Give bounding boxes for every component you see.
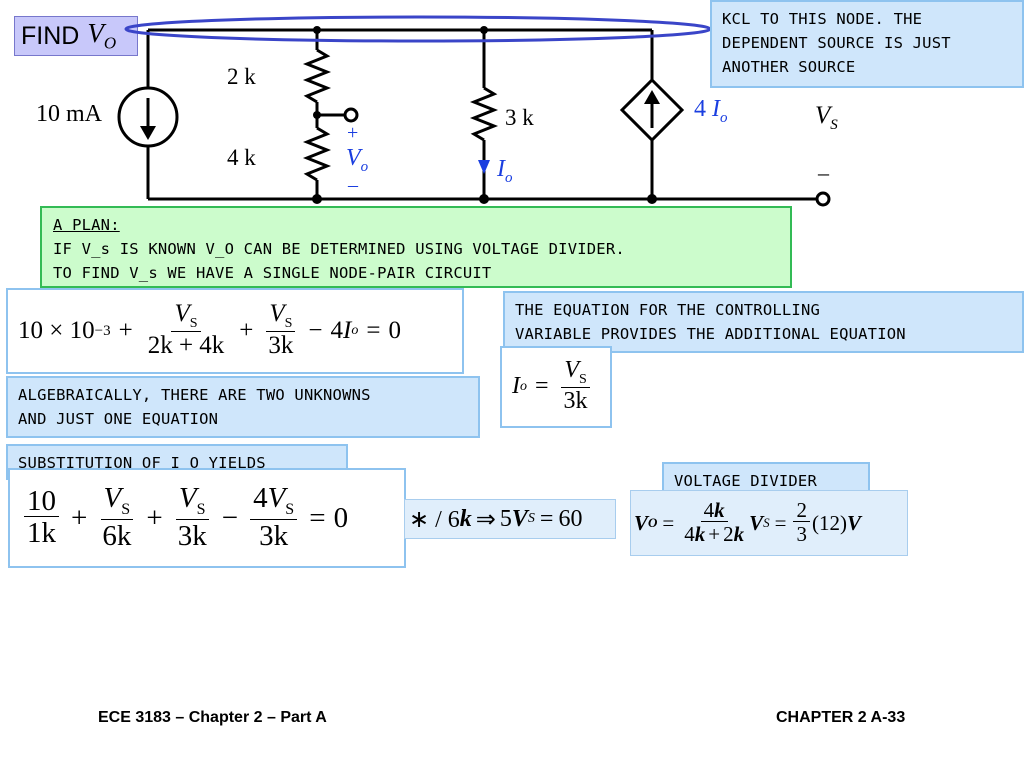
current-source-arrow-icon — [140, 98, 156, 140]
vs-minus: – — [818, 160, 829, 185]
dependent-source-label: 4 Io — [694, 96, 728, 126]
io-label: Io — [497, 156, 513, 186]
io-arrow-icon — [478, 160, 490, 174]
find-word: FIND — [21, 21, 80, 50]
source-label: 10 mA — [36, 101, 102, 127]
find-title: FIND VO — [14, 16, 138, 56]
kcl-note: KCL TO THIS NODE. THE DEPENDENT SOURCE I… — [710, 0, 1024, 88]
algebra-note: ALGEBRAICALLY, THERE ARE TWO UNKNOWNS AN… — [6, 376, 480, 438]
footer-left: ECE 3183 – Chapter 2 – Part A — [98, 709, 327, 726]
vs-label: VS — [815, 102, 838, 133]
dependent-source-arrow-icon — [644, 90, 660, 128]
vs-terminal — [815, 191, 831, 207]
r1-label: 2 k — [227, 64, 256, 89]
vo-terminal — [343, 107, 359, 123]
vo-plus: + — [347, 122, 359, 144]
vo-label: Vo — [346, 145, 369, 175]
plan-title: A PLAN: — [53, 216, 120, 234]
vo-minus: – — [348, 174, 358, 196]
r3-label: 3 k — [505, 105, 534, 130]
find-variable: VO — [87, 18, 117, 53]
r2-label: 4 k — [227, 145, 256, 170]
controlling-variable-note: THE EQUATION FOR THE CONTROLLING VARIABL… — [503, 291, 1024, 353]
plan-note: A PLAN: IF V_s IS KNOWN V_O CAN BE DETER… — [40, 206, 792, 288]
circuit-diagram — [117, 15, 831, 207]
footer-right: CHAPTER 2 A-33 — [776, 709, 906, 726]
